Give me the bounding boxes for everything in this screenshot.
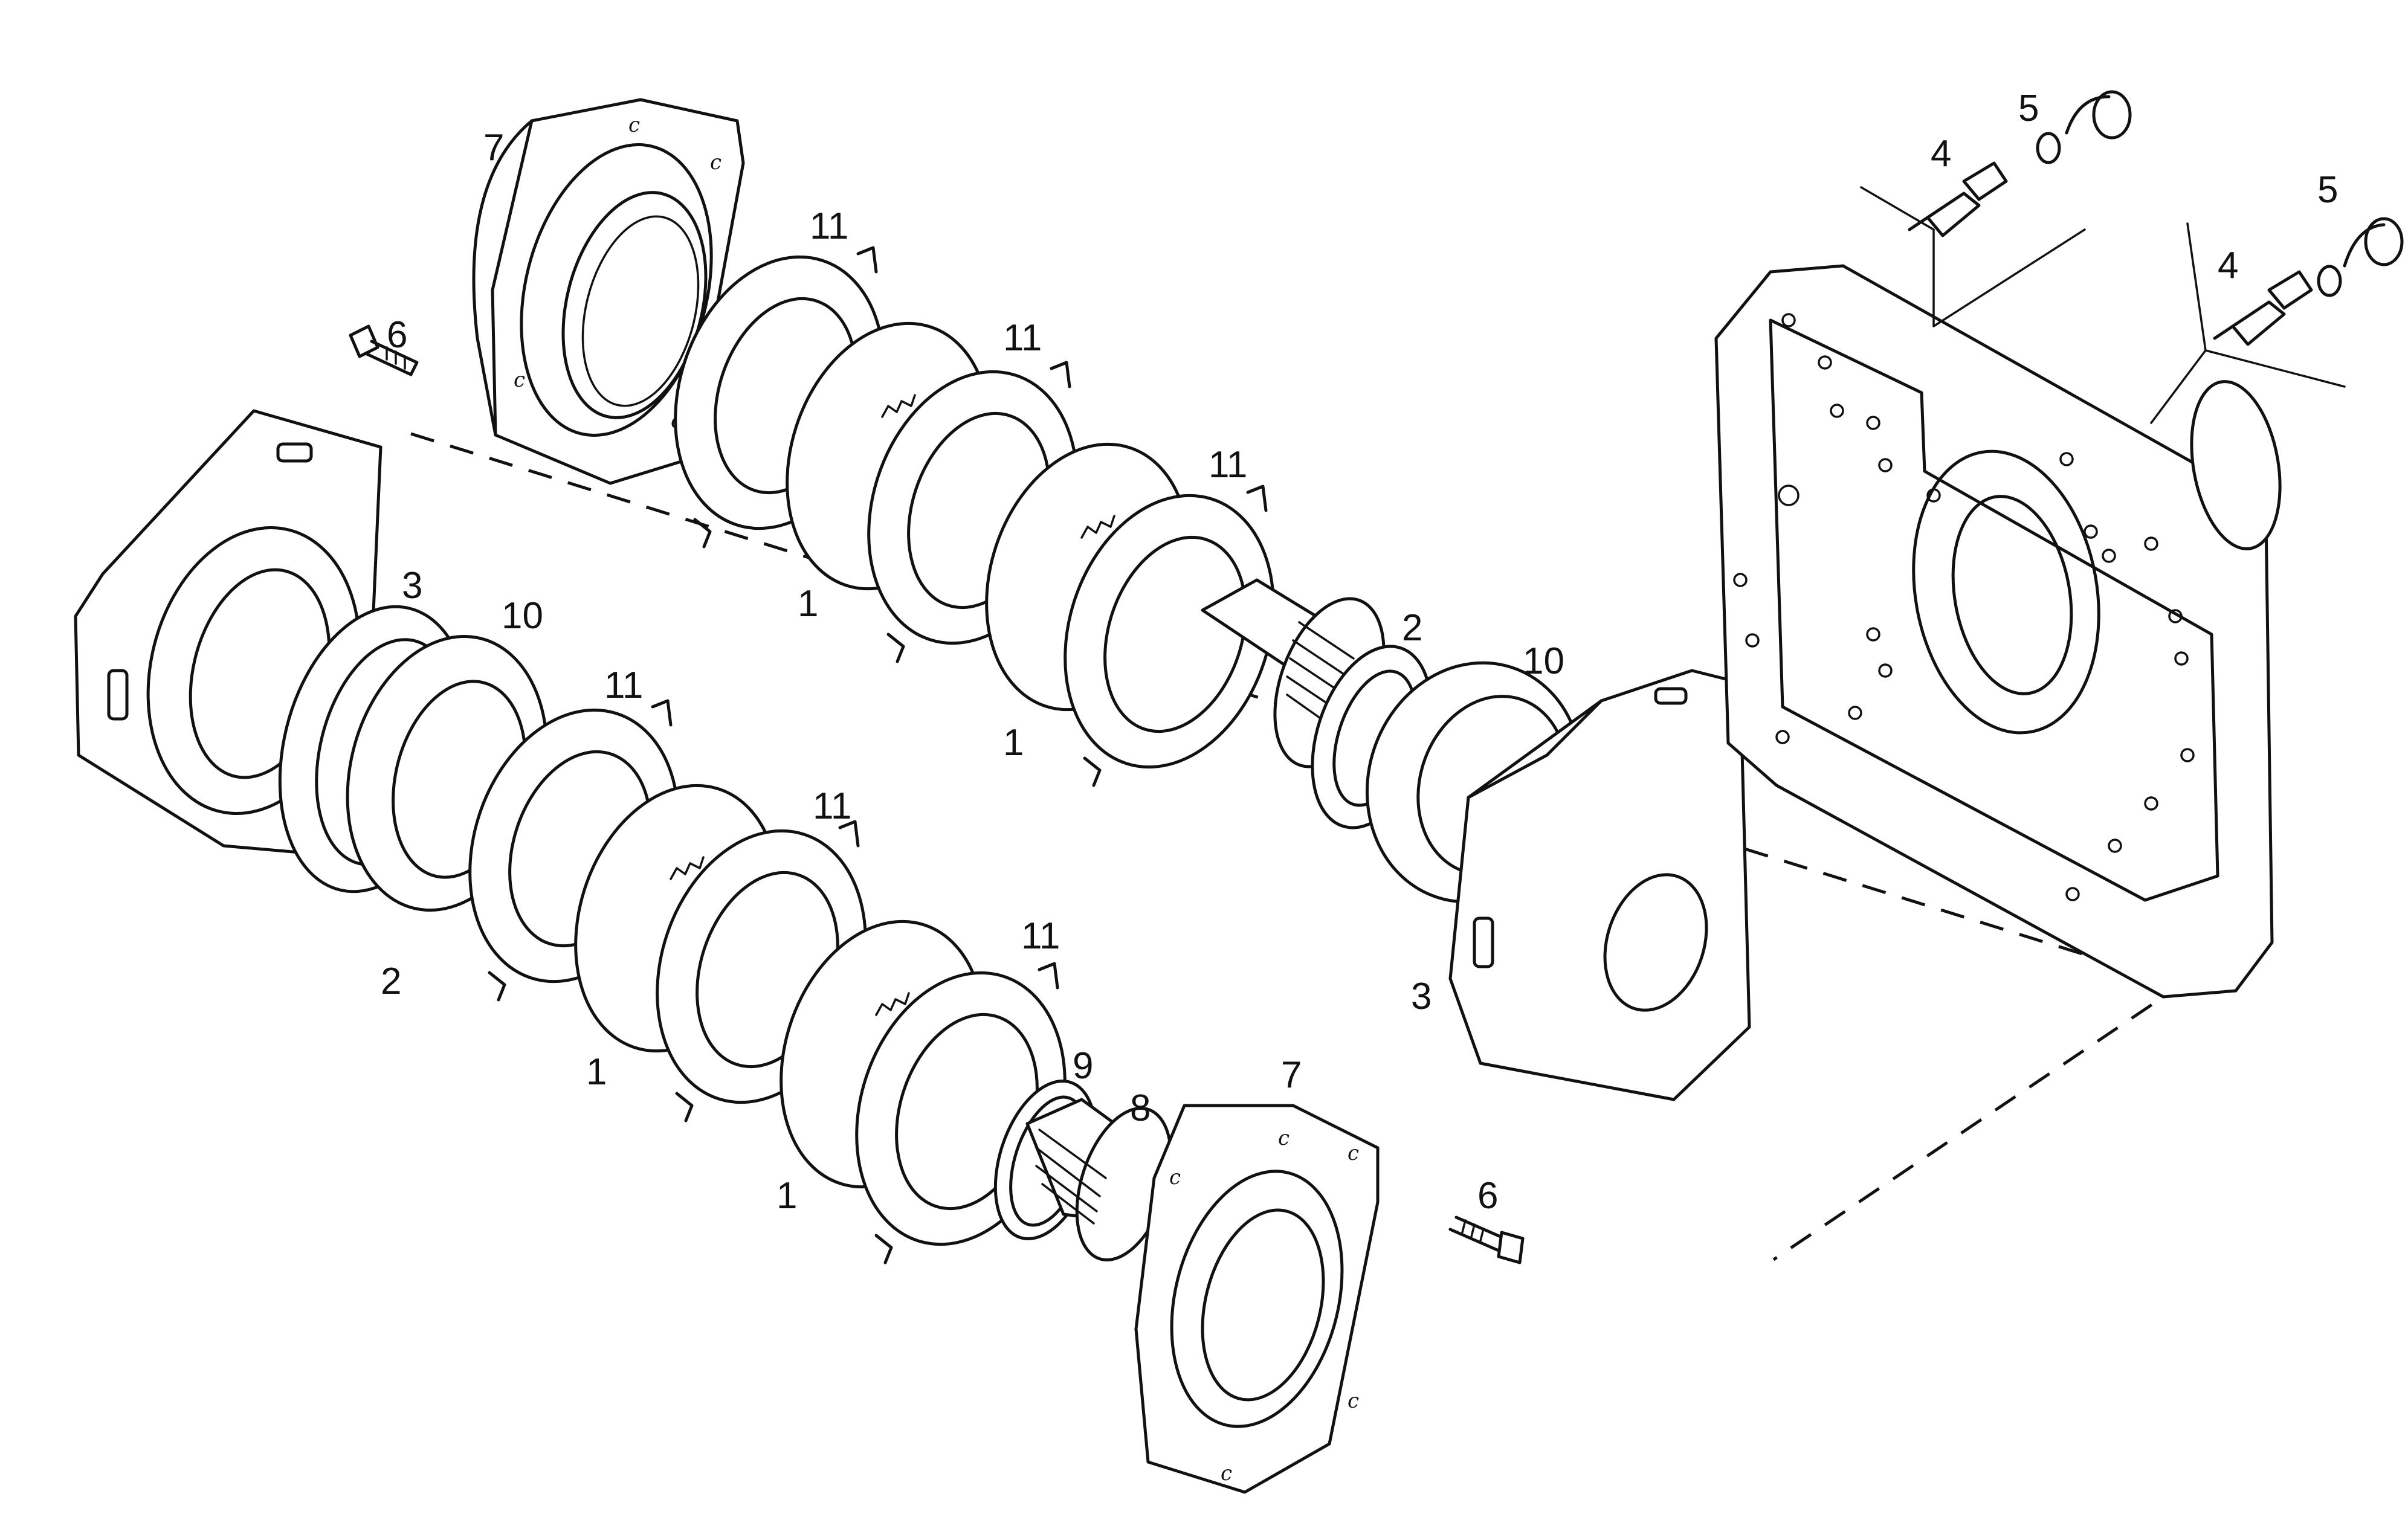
callout-1: 1 — [586, 1051, 607, 1093]
callout-1: 1 — [776, 1175, 797, 1217]
hole-mark: c — [514, 368, 525, 392]
callout-1: 1 — [798, 583, 818, 625]
callout-6: 6 — [1477, 1175, 1498, 1217]
callout-4: 4 — [2218, 245, 2238, 286]
dust-cap-a — [2036, 90, 2132, 164]
callout-3: 3 — [1411, 976, 1432, 1017]
hole-mark: c — [1348, 1141, 1359, 1165]
callout-10: 10 — [502, 595, 543, 637]
hole-mark: c — [710, 150, 721, 175]
callout-10: 10 — [1523, 640, 1564, 682]
hole-mark: c — [1348, 1389, 1359, 1413]
bolt-holes — [1733, 313, 2195, 901]
disc-stack-upper — [674, 246, 1275, 787]
hole-mark: c — [628, 113, 640, 137]
callout-11: 11 — [604, 665, 643, 706]
callout-11: 11 — [1209, 444, 1247, 486]
callout-2: 2 — [381, 961, 401, 1002]
callout-2: 2 — [1402, 607, 1422, 649]
flange-cover-bottom: c c c c c — [1134, 1104, 1380, 1494]
callout-1: 1 — [1003, 722, 1024, 764]
leader-lines — [1860, 186, 2346, 424]
callout-8: 8 — [1130, 1087, 1151, 1129]
bleed-valve-b — [2213, 270, 2313, 346]
valve-cover-plate — [1714, 264, 2282, 999]
callout-9: 9 — [1073, 1045, 1093, 1087]
callout-7: 7 — [483, 127, 504, 169]
callout-5: 5 — [2317, 169, 2338, 211]
callout-11: 11 — [1003, 317, 1042, 359]
callout-11: 11 — [1021, 915, 1060, 957]
callout-7: 7 — [1281, 1054, 1302, 1096]
callout-11: 11 — [810, 205, 848, 247]
bleed-valve-a — [1908, 161, 2008, 237]
hole-mark: c — [1169, 1165, 1181, 1190]
callout-labels: 7 11 11 11 1 1 2 10 3 6 3 10 11 11 11 2 … — [381, 88, 2338, 1217]
splined-hub-gear — [1025, 1098, 1173, 1262]
callout-11: 11 — [813, 785, 851, 827]
callout-5: 5 — [2018, 88, 2039, 129]
bolt-bottom — [1448, 1216, 1525, 1264]
bolt-top — [349, 324, 419, 376]
callout-3: 3 — [402, 565, 422, 607]
hole-mark: c — [1278, 1126, 1290, 1150]
dust-cap-b — [2317, 217, 2404, 297]
hole-mark: c — [1221, 1461, 1232, 1486]
callout-6: 6 — [387, 314, 407, 356]
callout-4: 4 — [1931, 133, 1951, 175]
brake-housing-right — [1448, 669, 1751, 1101]
steel-plate — [1064, 485, 1275, 787]
